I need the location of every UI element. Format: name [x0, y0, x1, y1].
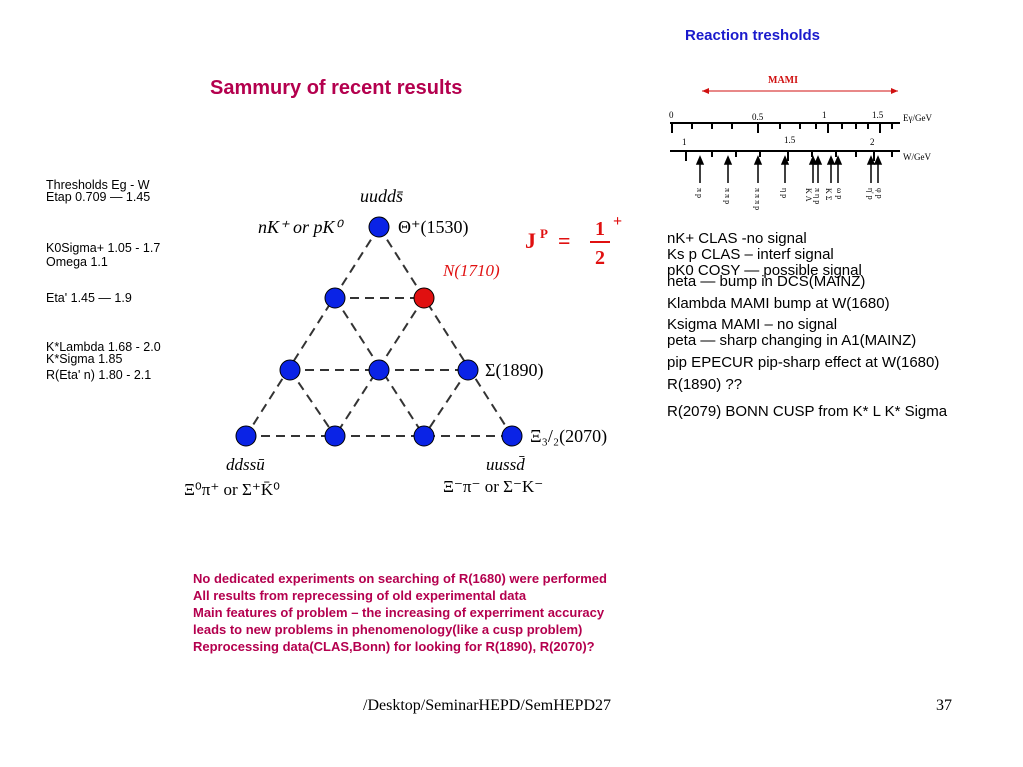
- left-note-5: Eta' 1.45 — 1.9: [46, 291, 132, 305]
- eg-tick-15: 1.5: [872, 110, 884, 120]
- node-xi-1: [235, 425, 257, 447]
- node-xi-4: [501, 425, 523, 447]
- theta-label: Θ⁺(1530): [398, 217, 469, 238]
- bottom-left-quarks: ddssū: [226, 455, 265, 474]
- eg-tick-05: 0.5: [752, 112, 764, 122]
- threshold-scale: MAMI 0 0.5 1 1.5 Eγ/GeV 1 1.5 2 W/GeV: [669, 75, 932, 210]
- node-theta: [368, 216, 390, 238]
- jp-denominator: 2: [595, 247, 605, 269]
- right-note-7: peta — sharp changing in A1(MAINZ): [667, 332, 917, 349]
- conclusion-line-5: Reprocessing data(CLAS,Bonn) for looking…: [193, 639, 595, 654]
- thresholds-title: Reaction tresholds: [685, 27, 821, 44]
- reaction-arrows: [695, 155, 883, 183]
- left-note-1: Thresholds Eg - W: [46, 178, 150, 192]
- conclusion-line-1: No dedicated experiments on searching of…: [193, 571, 607, 586]
- right-note-4: neta — bump in DCS(MAINZ): [667, 273, 866, 290]
- node-n1710: [413, 287, 435, 309]
- top-quarks-label: uudds̄: [360, 186, 404, 206]
- sigma-label: Σ(1890): [485, 360, 543, 381]
- n1710-label: N(1710): [442, 261, 500, 280]
- right-note-6: Ksigma MAMI – no signal: [667, 316, 838, 333]
- node-sigma-left: [279, 359, 301, 381]
- jp-numerator: 1: [595, 218, 605, 240]
- bottom-right-decay: Ξ⁻π⁻ or Σ⁻K⁻: [443, 477, 543, 496]
- mami-label: MAMI: [768, 75, 798, 86]
- eg-tick-1: 1: [822, 110, 827, 120]
- right-note-8: pip EPECUR pip-sharp effect at W(1680): [667, 354, 940, 371]
- reaction-pipi-p: π π p: [723, 188, 732, 204]
- reaction-labels: π p π π p π π π p η p K Λ π η p K Σ ω p …: [695, 188, 884, 210]
- conclusion-block: No dedicated experiments on searching of…: [193, 570, 607, 655]
- eg-unit: Eγ/GeV: [903, 113, 932, 123]
- left-note-6: K*Lambda 1.68 - 2.0: [46, 340, 161, 354]
- jp-plus: +: [613, 213, 622, 230]
- right-note-3: pK0 COSY — possible signal: [667, 262, 862, 279]
- antidecuplet-diagram: uudds̄ nK⁺ or pK⁰ Θ⁺(1530) N(1710) J P =…: [184, 186, 622, 499]
- mami-arrow-left: [702, 88, 709, 94]
- w-tick-15: 1.5: [784, 135, 796, 145]
- reaction-etaprime-p: η' p: [866, 188, 875, 200]
- reaction-phi-p: φ p: [875, 188, 884, 199]
- multiplet-nodes: [235, 216, 523, 447]
- w-tick-1: 1: [682, 137, 687, 147]
- bottom-right-quarks: uussd̄: [486, 455, 525, 474]
- left-note-3: K0Sigma+ 1.05 - 1.7: [46, 241, 161, 255]
- conclusion-line-2: All results from reprecessing of old exp…: [193, 588, 527, 603]
- reaction-pi-p: π p: [695, 188, 704, 198]
- reaction-pi-eta-p: π η p: [813, 188, 822, 204]
- right-note-5: Klambda MAMI bump at W(1680): [667, 295, 890, 312]
- page-number: 37: [936, 697, 952, 714]
- node-sigma-mid: [368, 359, 390, 381]
- left-note-2: Etap 0.709 — 1.45: [46, 190, 151, 204]
- multiplet-lines: [245, 226, 513, 437]
- jp-equals: =: [558, 228, 571, 253]
- jp-sup: P: [540, 226, 548, 241]
- reaction-k-lambda: K Λ: [804, 188, 813, 202]
- left-note-4: Omega 1.1: [46, 255, 108, 269]
- eg-tick-0: 0: [669, 110, 674, 120]
- mami-arrow-right: [891, 88, 898, 94]
- node-n: [324, 287, 346, 309]
- right-note-1: nK+ CLAS -no signal: [667, 230, 807, 247]
- xi-label: Ξ₃/₂(2070): [530, 426, 607, 447]
- slide-title: Sammury of recent results: [210, 77, 463, 99]
- reaction-k-sigma: K Σ: [824, 188, 833, 201]
- right-note-10: R(2079) BONN CUSP from K* L K* Sigma: [667, 403, 948, 420]
- w-axis-ticks: [685, 151, 893, 161]
- right-note-2: Ks p CLAS – interf signal: [667, 246, 834, 263]
- reaction-eta-p: η p: [780, 188, 789, 198]
- node-sigma-right: [457, 359, 479, 381]
- eg-axis-ticks: [671, 123, 893, 133]
- bottom-left-decay: Ξ⁰π⁺ or Σ⁺K̄⁰: [184, 480, 280, 499]
- footer-path: /Desktop/SeminarHEPD/SemHEPD27: [363, 697, 611, 714]
- conclusion-line-3: Main features of problem – the increasin…: [193, 605, 605, 620]
- right-note-9: R(1890) ??: [667, 376, 743, 393]
- left-note-8: R(Eta' n) 1.80 - 2.1: [46, 368, 152, 382]
- w-unit: W/GeV: [903, 152, 931, 162]
- reaction-pipipi-p: π π π p: [753, 188, 762, 210]
- jp-label: J: [525, 228, 536, 253]
- node-xi-3: [413, 425, 435, 447]
- w-tick-2: 2: [870, 137, 875, 147]
- reaction-omega-p: ω p: [835, 188, 844, 199]
- node-xi-2: [324, 425, 346, 447]
- left-note-7: K*Sigma 1.85: [46, 352, 123, 366]
- conclusion-line-4: leads to new problems in phenomenology(l…: [193, 622, 583, 637]
- top-left-decay: nK⁺ or pK⁰: [258, 217, 345, 237]
